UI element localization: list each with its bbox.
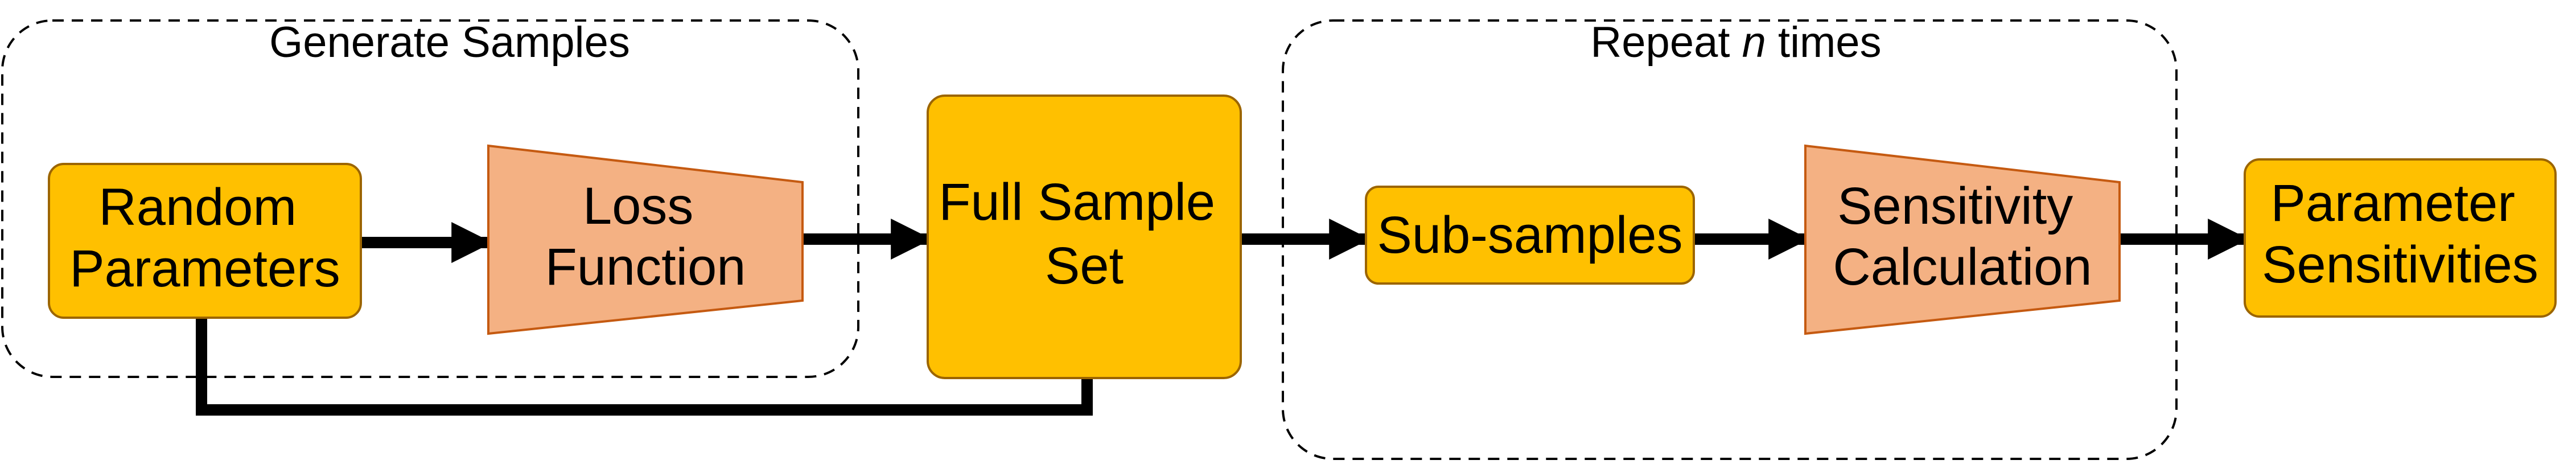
full-sample-set-label: Full Sample Set	[939, 173, 1229, 295]
parameter-sensitivities-box	[2244, 158, 2557, 318]
sub-samples-box	[1365, 186, 1695, 285]
generate-samples-group	[1, 19, 859, 378]
sensitivity-calculation-label: Sensitivity Calculation	[1833, 177, 2092, 296]
sub-samples-label: Sub-samples	[1377, 206, 1683, 264]
full-sample-set-box	[927, 95, 1242, 379]
loss-function-label: Loss Function	[545, 177, 746, 296]
loss-function-trapezoid	[487, 144, 804, 335]
repeat-title: Repeat n times	[1590, 18, 1881, 67]
random-parameters-box	[48, 163, 362, 319]
random-parameters-label: Random Parameters	[69, 178, 340, 298]
parameter-sensitivities-label: Parameter Sensitivities	[2262, 174, 2538, 294]
sensitivity-calculation-trapezoid	[1804, 144, 2121, 335]
generate-samples-title: Generate Samples	[269, 18, 630, 67]
